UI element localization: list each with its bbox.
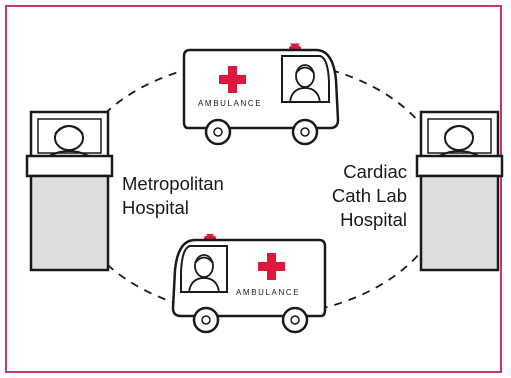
bottom-driver-icon <box>188 254 220 293</box>
left-patient-bed <box>25 110 114 272</box>
top-ambulance: AMBULANCE <box>182 43 340 146</box>
diagram-frame <box>5 5 502 373</box>
label-line: Cath Lab <box>331 185 407 206</box>
bottom-ambulance-text: AMBULANCE <box>236 288 300 297</box>
top-ambulance-text: AMBULANCE <box>198 99 262 108</box>
top-driver-icon <box>289 64 321 103</box>
label-line: Hospital <box>340 209 407 230</box>
right-patient-icon <box>438 125 480 157</box>
metropolitan-hospital-label: Metropolitan Hospital <box>122 172 224 220</box>
bottom-ambulance: AMBULANCE <box>171 234 327 334</box>
right-patient-bed <box>415 110 504 272</box>
left-patient-icon <box>48 125 90 157</box>
label-line: Hospital <box>122 197 189 218</box>
label-line: Metropolitan <box>122 173 224 194</box>
cardiac-cath-lab-hospital-label: Cardiac Cath Lab Hospital <box>332 160 407 232</box>
top-red-cross-icon <box>219 66 246 93</box>
label-line: Cardiac <box>343 161 407 182</box>
bottom-red-cross-icon <box>258 253 285 280</box>
